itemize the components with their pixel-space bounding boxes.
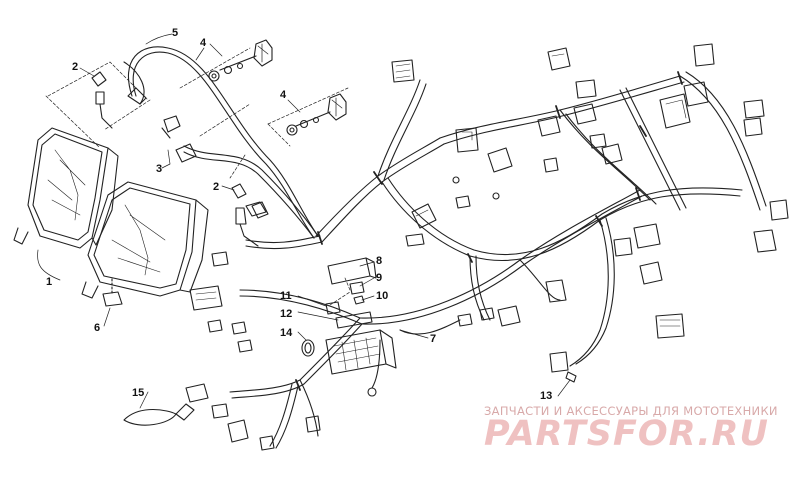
relay-part-8: [327, 257, 377, 285]
bulb-socket-lower: [231, 183, 259, 247]
callout-1: 1: [46, 276, 52, 288]
adjuster-upper: [208, 39, 273, 82]
relay-part-9: [349, 281, 365, 295]
callout-12: 12: [280, 308, 292, 320]
callout-15: 15: [132, 387, 144, 399]
clip-part-10: [353, 295, 365, 305]
pad-part-6: [102, 291, 123, 307]
callout-8: 8: [376, 255, 382, 267]
connectors: [185, 43, 789, 451]
callout-3: 3: [156, 163, 162, 175]
bracket-part-12: [335, 311, 373, 329]
callout-2b: 2: [213, 181, 219, 193]
callout-13: 13: [540, 390, 552, 402]
bulb-socket-upper: [91, 71, 113, 129]
callout-6: 6: [94, 322, 100, 334]
headlight-right: [81, 181, 209, 299]
callout-2a: 2: [72, 61, 78, 73]
watermark-logo: PARTSFOR.RU: [484, 414, 769, 454]
callout-11: 11: [280, 290, 292, 302]
sensor-part-15: [123, 403, 195, 426]
callout-7: 7: [430, 333, 436, 345]
headlight-left: [13, 127, 119, 249]
grommet-part-14: [301, 339, 315, 357]
callout-4b: 4: [280, 89, 287, 101]
adjuster-lower: [286, 93, 347, 136]
watermark-caption: ЗАПЧАСТИ И АКСЕССУАРЫ ДЛЯ МОТОТЕХНИКИ: [484, 404, 778, 418]
callout-labels: 1 2 2 3 4 4 5 6 7 8 9 10 11 12 14 13 15: [46, 27, 552, 402]
callout-10: 10: [376, 290, 388, 302]
bulb-part-3: [161, 115, 181, 139]
callout-4a: 4: [200, 37, 207, 49]
callout-14: 14: [280, 327, 293, 339]
relay-part-11: [325, 301, 341, 315]
fuse-block: [325, 329, 397, 375]
main-harness: [229, 71, 767, 449]
headlight-harness: [123, 46, 323, 250]
callout-9: 9: [376, 272, 382, 284]
callout-5: 5: [172, 27, 178, 39]
